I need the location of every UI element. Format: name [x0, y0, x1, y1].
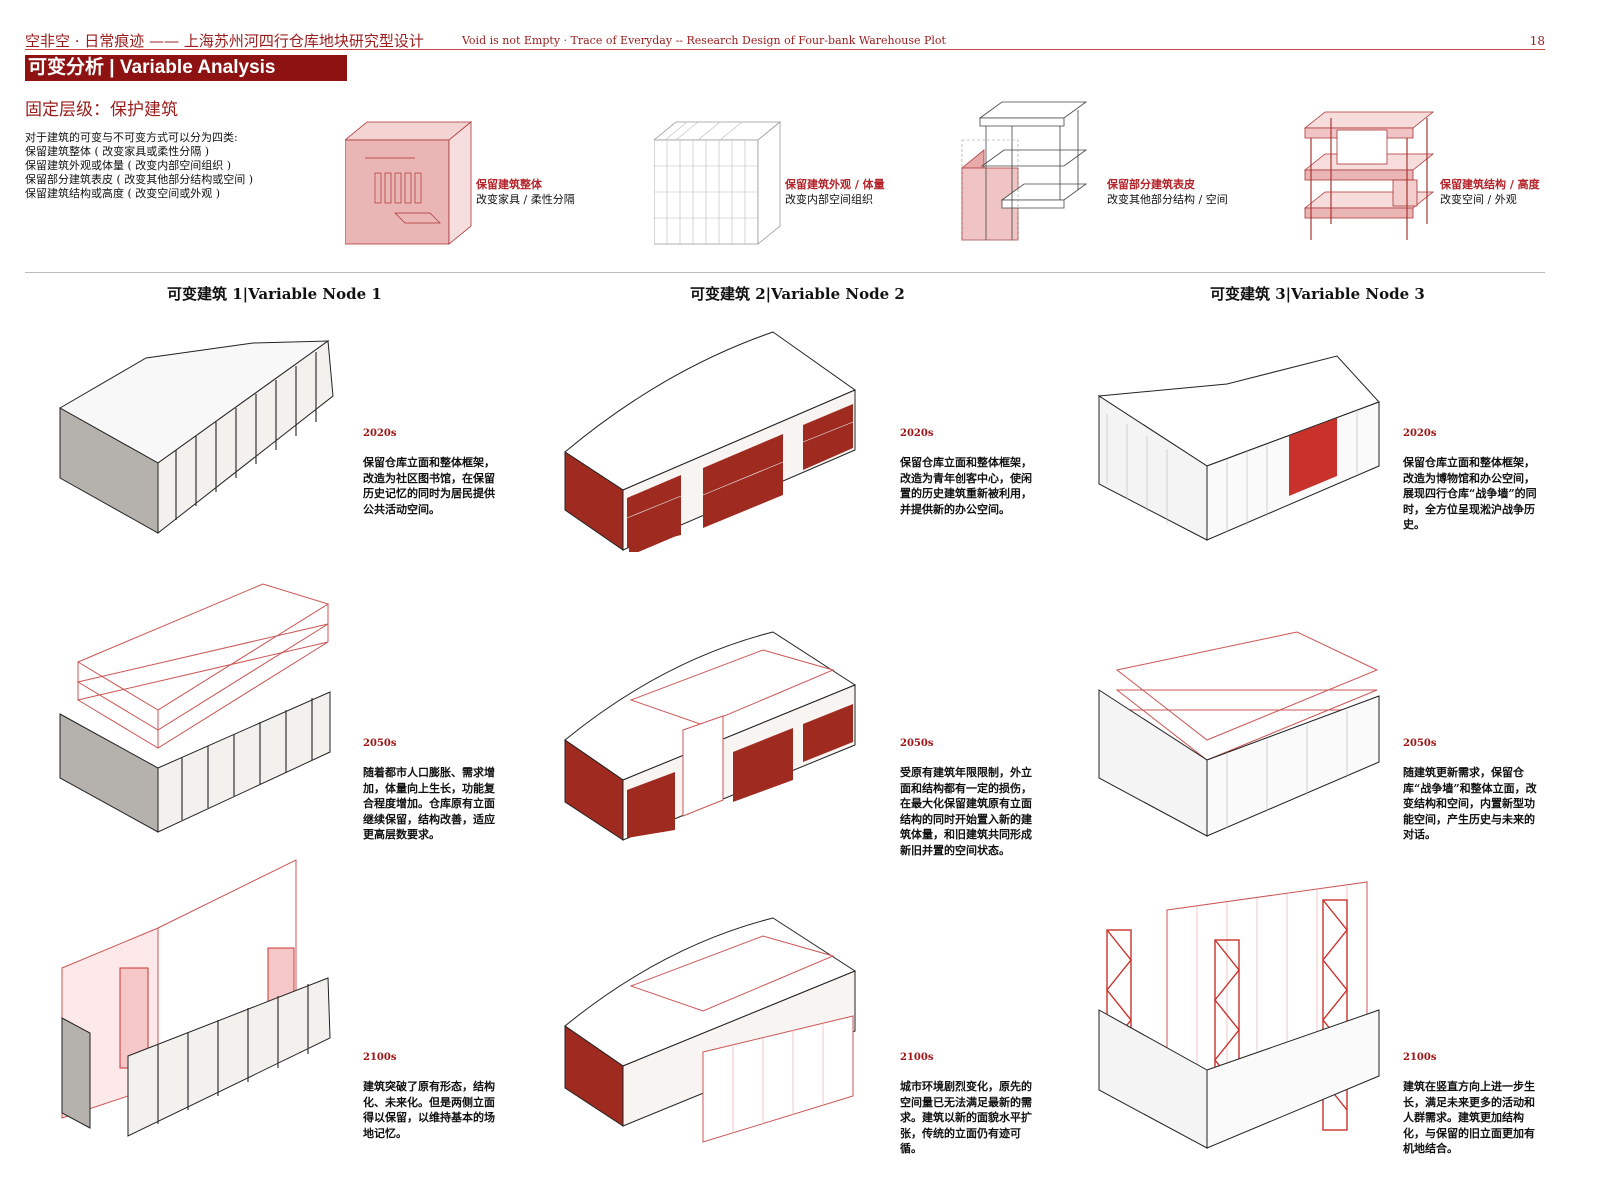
node-3-2100s-year: 2100s — [1403, 1052, 1437, 1063]
intro-line: 对于建筑的可变与不可变方式可以分为四类: — [25, 131, 238, 144]
node-3-2020s-year: 2020s — [1403, 428, 1437, 439]
node-2-2050s-model — [564, 631, 857, 841]
node-2-2020s-desc: 保留仓库立面和整体框架，改造为青年创客中心，使闲置的历史建筑重新被利用，并提供新… — [900, 456, 1032, 516]
node-3-2050s-desc: 随建筑更新需求，保留仓库“战争墙”和整体立面，改变结构和空间，内置新型功能空间，… — [1403, 766, 1537, 841]
node-3-title: 可变建筑 3|Variable Node 3 — [1210, 285, 1425, 303]
category-detail: 改变内部空间组织 — [785, 193, 873, 206]
header-rule — [25, 49, 1545, 50]
category-diagram-structure — [1303, 111, 1435, 240]
node-2-2100s-model — [564, 917, 857, 1143]
node-1-2020s-year: 2020s — [363, 428, 397, 439]
node-2-2100s-desc: 城市环境剧烈变化，原先的空间量已无法满足最新的需求。建筑以新的面貌水平扩张，传统… — [900, 1080, 1032, 1155]
node-1-2050s-year: 2050s — [363, 738, 397, 749]
category-label-facade: 保留建筑外观 / 体量 改变内部空间组织 — [785, 177, 885, 207]
node-3-2050s-model — [1098, 631, 1380, 837]
intro-line: 保留部分建筑表皮 ( 改变其他部分结构或空间 ) — [25, 173, 254, 186]
page-number: 18 — [1529, 34, 1545, 48]
node-1-2020s-desc: 保留仓库立面和整体框架，改造为社区图书馆，在保留历史记忆的同时为居民提供公共活动… — [363, 456, 495, 516]
node-2-2050s-year: 2050s — [900, 738, 934, 749]
category-detail: 改变空间 / 外观 — [1440, 193, 1517, 206]
category-diagram-facade — [654, 121, 782, 245]
node-2-title: 可变建筑 2|Variable Node 2 — [690, 285, 905, 303]
node-2-2020s-year: 2020s — [900, 428, 934, 439]
node-1-2100s-year: 2100s — [363, 1052, 397, 1063]
node-3-2020s-model — [1097, 355, 1380, 541]
fixed-level-label: 固定层级：保护建筑 — [25, 100, 178, 120]
node-1-2100s-model — [61, 859, 331, 1137]
node-3-2020s-desc: 保留仓库立面和整体框架，改造为博物馆和办公空间，展现四行仓库“战争墙”的同时，全… — [1403, 456, 1537, 531]
node-1-title: 可变建筑 1|Variable Node 1 — [167, 285, 382, 303]
node-3-2050s-year: 2050s — [1403, 738, 1437, 749]
category-label-partial-skin: 保留部分建筑表皮 改变其他部分结构 / 空间 — [1107, 177, 1228, 207]
category-title: 保留建筑结构 / 高度 — [1440, 178, 1540, 191]
category-diagram-partial-skin — [961, 101, 1088, 241]
intro-text: 对于建筑的可变与不可变方式可以分为四类: 保留建筑整体 ( 改变家具或柔性分隔 … — [25, 131, 253, 201]
intro-line: 保留建筑结构或高度 ( 改变空间或外观 ) — [25, 187, 221, 200]
category-title: 保留建筑外观 / 体量 — [785, 178, 885, 191]
section-title: 可变分析 | Variable Analysis — [25, 55, 347, 81]
section-divider — [25, 272, 1545, 273]
category-diagram-whole — [345, 121, 473, 245]
category-detail: 改变其他部分结构 / 空间 — [1107, 193, 1228, 206]
intro-line: 保留建筑整体 ( 改变家具或柔性分隔 ) — [25, 145, 210, 158]
node-2-2100s-year: 2100s — [900, 1052, 934, 1063]
category-label-structure: 保留建筑结构 / 高度 改变空间 / 外观 — [1440, 177, 1540, 207]
category-title: 保留建筑整体 — [476, 178, 542, 191]
node-3-2100s-desc: 建筑在竖直方向上进一步生长，满足未来更多的活动和人群需求。建筑更加结构化，与保留… — [1403, 1080, 1535, 1155]
node-1-2020s-model — [58, 340, 334, 535]
node-3-2100s-model — [1098, 881, 1380, 1149]
node-1-2100s-desc: 建筑突破了原有形态，结构化、未来化。但是两侧立面得以保留，以维持基本的场地记忆。 — [363, 1080, 495, 1140]
category-detail: 改变家具 / 柔性分隔 — [476, 193, 575, 206]
node-2-2020s-model — [564, 331, 857, 552]
node-1-2050s-desc: 随着都市人口膨胀、需求增加，体量向上生长，功能复合程度增加。仓库原有立面继续保留… — [363, 766, 495, 841]
node-1-2050s-model — [59, 583, 331, 833]
header-subtitle: Void is not Empty · Trace of Everyday --… — [462, 34, 946, 47]
intro-line: 保留建筑外观或体量 ( 改变内部空间组织 ) — [25, 159, 232, 172]
header-title: 空非空 · 日常痕迹 —— 上海苏州河四行仓库地块研究型设计 — [25, 32, 424, 50]
category-title: 保留部分建筑表皮 — [1107, 178, 1195, 191]
category-label-whole: 保留建筑整体 改变家具 / 柔性分隔 — [476, 177, 575, 207]
node-2-2050s-desc: 受原有建筑年限限制，外立面和结构都有一定的损伤，在最大化保留建筑原有立面结构的同… — [900, 766, 1032, 857]
